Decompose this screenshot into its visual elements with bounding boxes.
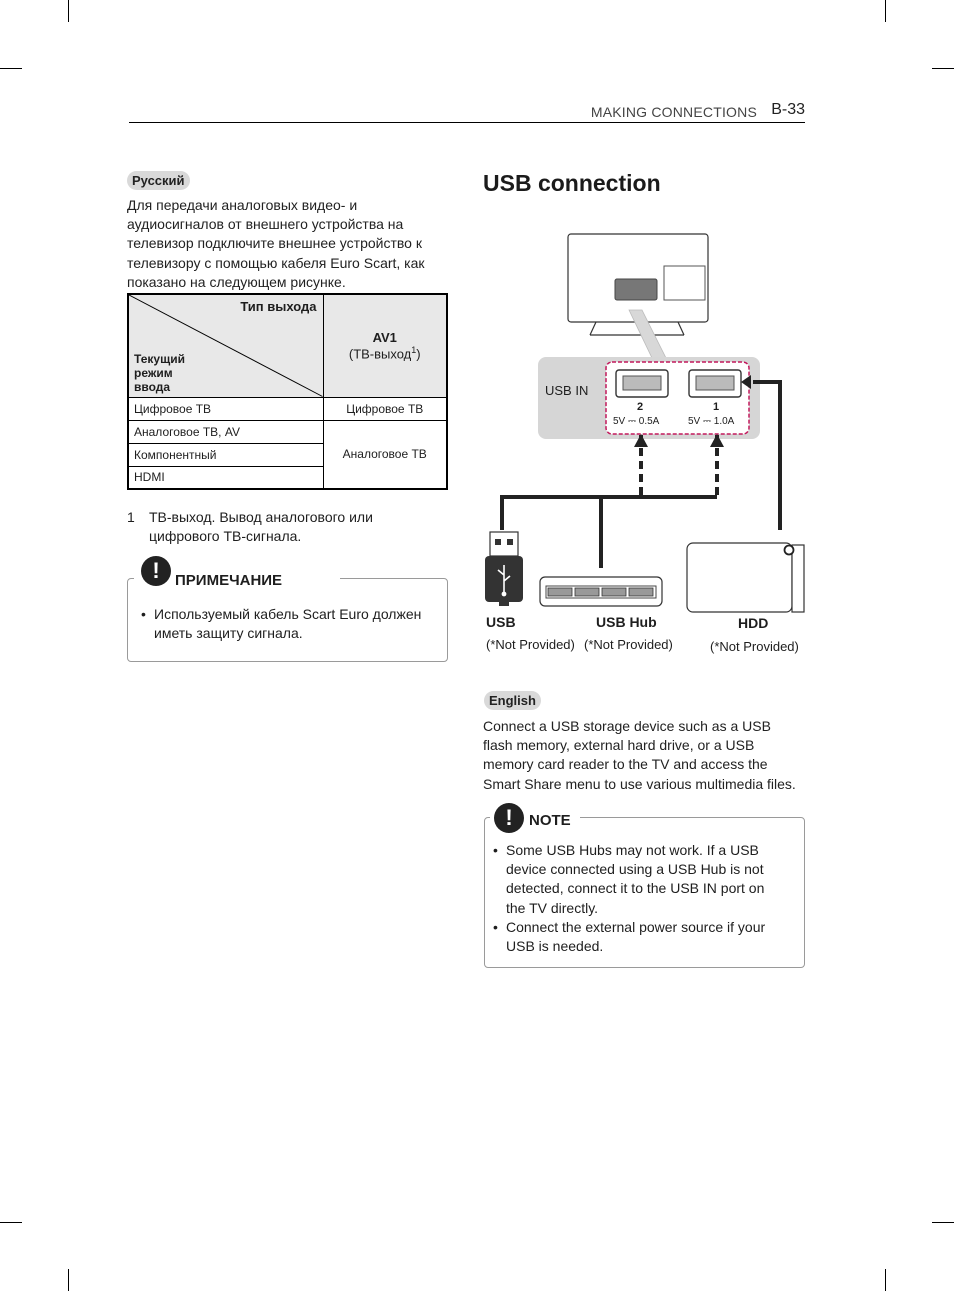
section-title: MAKING CONNECTIONS [590,104,757,120]
cable-hdd [753,380,782,530]
note-title-russian: ПРИМЕЧАНИЕ [173,572,285,589]
crop-mark [0,1222,22,1223]
note-bullet: Используемый кабель Scart Euro должен им… [132,605,421,643]
note-bullets-russian: Используемый кабель Scart Euro должен им… [132,605,421,643]
table-row-label: Компонентный [127,442,324,467]
usb-stick-connector [489,531,519,557]
output-type-label: Тип выхода [240,299,317,314]
table-cell-output: Аналоговое ТВ [322,419,448,490]
usb-hub-not-provided: (*Not Provided) [584,637,673,652]
av1-header: AV1 (ТВ-выход1) [322,293,448,398]
note-bullet: Some USB Hubs may not work. If a USB dev… [484,841,765,918]
page-title: USB connection [483,170,661,196]
input-mode-label: Текущий режим ввода [134,351,185,394]
crop-mark [68,1269,69,1291]
cable-bus [500,495,717,530]
usb-in-label: USB IN [545,383,589,398]
hdd-label: HDD [738,615,769,631]
russian-intro: Для передачи аналоговых видео- и аудиоси… [127,197,425,290]
tv-stand-legs [589,321,685,336]
page-header: MAKING CONNECTIONS B-33 [129,100,805,123]
hdd-icon [686,542,793,613]
hdd-not-provided: (*Not Provided) [710,639,799,654]
note-title-english: NOTE [527,812,573,829]
table-row-label: Цифровое ТВ [127,396,324,421]
table-row-label: Аналоговое ТВ, AV [127,419,324,444]
tv-panel [663,265,706,301]
english-intro: Connect a USB storage device such as a U… [483,718,796,792]
crop-mark [68,0,69,22]
language-badge-russian: Русский [127,171,190,190]
table-corner-header: Тип выхода Текущий режим ввода [127,293,324,398]
note-bullets-english: Some USB Hubs may not work. If a USB dev… [484,841,765,956]
note-bullet: Connect the external power source if you… [484,918,765,956]
crop-mark [885,1269,886,1291]
page-number: B-33 [771,101,805,118]
port-2-number: 2 [637,401,644,413]
usb-label: USB [486,614,516,630]
crop-mark [932,1222,954,1223]
port-1-power: 5V ⎓ 1.0A [688,416,735,427]
exclamation-icon: ! [141,556,171,586]
usb-not-provided: (*Not Provided) [486,637,575,652]
table-row-label: HDMI [127,465,324,490]
crop-mark [932,68,954,69]
connection-illustration [485,233,805,613]
port-2-power: 5V ⎓ 0.5A [613,416,660,427]
crop-mark [885,0,886,22]
exclamation-icon: ! [494,803,524,833]
diagonal-line [129,295,323,397]
output-table: Тип выхода Текущий режим ввода AV1 (ТВ-в… [127,293,448,490]
usb-hub-label: USB Hub [596,614,657,630]
crop-mark [0,68,22,69]
language-badge-english: English [484,691,541,710]
port-1-number: 1 [713,401,720,413]
table-cell-output: Цифровое ТВ [322,396,448,421]
usb-symbol-icon [497,565,511,593]
tv-usb-area [614,278,658,301]
usb-connection-diagram: USB IN 2 1 5V ⎓ 0.5A 5V ⎓ 1.0A USB USB H… [470,225,815,665]
